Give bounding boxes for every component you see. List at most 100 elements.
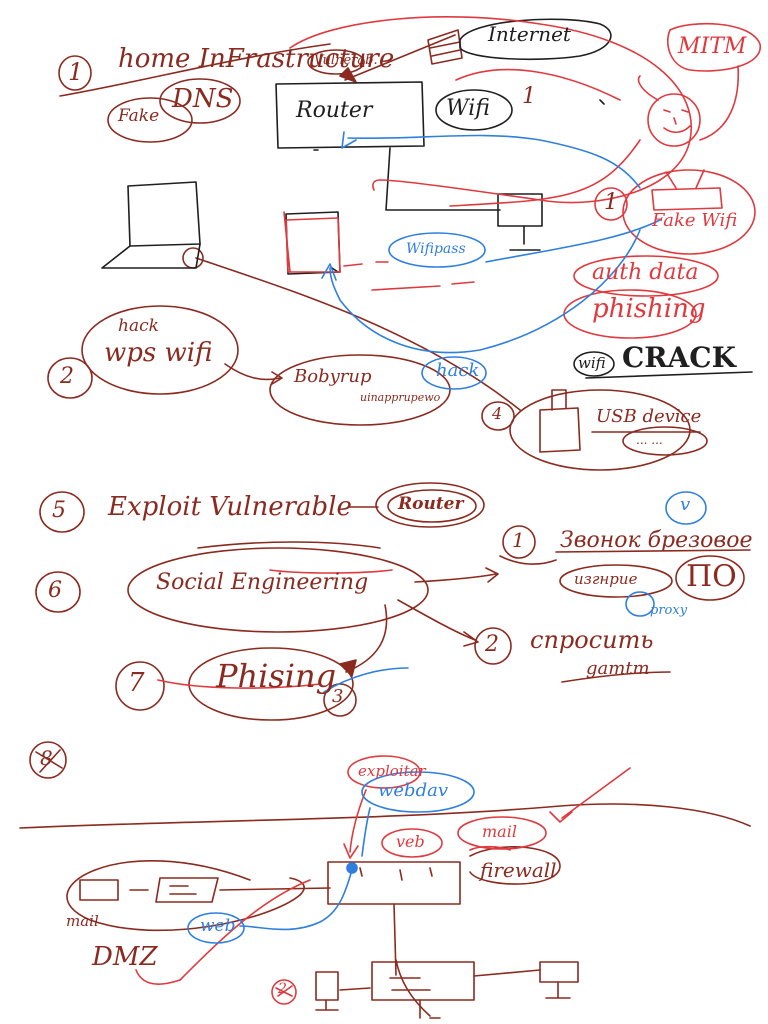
crack-to-tablet bbox=[329, 229, 641, 354]
mitm-label: MITM bbox=[678, 34, 747, 59]
dmz-oval bbox=[66, 860, 305, 932]
tag-v-label: v bbox=[680, 494, 691, 515]
phising-label: Phising bbox=[216, 657, 337, 695]
exploitar-label: exploitar bbox=[358, 762, 426, 780]
dark-red-strokes bbox=[19, 29, 751, 1019]
attacker-face bbox=[647, 93, 701, 147]
modem-box bbox=[427, 29, 463, 65]
mail-label: mail bbox=[66, 912, 99, 930]
router-target-label: Router bbox=[398, 494, 464, 514]
po-label: ПО bbox=[686, 559, 737, 594]
wifi-label: Wifi bbox=[446, 96, 490, 121]
hack-label: hack bbox=[436, 360, 480, 381]
auth-data-label: auth data bbox=[592, 260, 699, 285]
mail-red-label: mail bbox=[482, 822, 517, 841]
arrow-to-mitm-face bbox=[455, 68, 621, 101]
po-oval bbox=[675, 555, 745, 601]
circle1-label: 1 bbox=[512, 528, 525, 552]
fake-label: Fake bbox=[118, 106, 160, 126]
step5-circle bbox=[39, 491, 85, 533]
step6-circle bbox=[35, 571, 81, 613]
small-red-circle bbox=[271, 979, 297, 1005]
step2-circle bbox=[47, 357, 93, 399]
laptop-screen bbox=[127, 181, 201, 247]
arrow-to-zvonok bbox=[414, 573, 497, 583]
router-label: Router bbox=[296, 98, 373, 123]
web-oval bbox=[187, 912, 245, 944]
hack-small-label: hack bbox=[118, 316, 159, 336]
izgnpie-oval bbox=[559, 564, 673, 598]
network-perimeter-line bbox=[19, 803, 751, 829]
bruteforce-label: Bobyrup bbox=[294, 366, 372, 387]
hack-oval bbox=[421, 356, 487, 390]
step8-circle bbox=[29, 741, 67, 779]
sprosit-label: спросить bbox=[530, 626, 654, 654]
tablet-icon bbox=[285, 211, 341, 275]
wifipass-label: Wifipass bbox=[406, 241, 466, 257]
phishing-label: phishing bbox=[592, 294, 706, 324]
fake-wifi-device bbox=[651, 187, 723, 211]
mitm-oval bbox=[666, 22, 761, 72]
web-red-label: veb bbox=[396, 832, 425, 851]
exploit-label: Exploit Vulnerable bbox=[108, 492, 352, 522]
laptop-base bbox=[101, 243, 201, 269]
wifi-oval bbox=[435, 89, 513, 131]
usb-note-label: ... ... bbox=[636, 433, 663, 447]
izgnpie-label: изгнрие bbox=[574, 570, 638, 588]
bruteforce-sub-label: uinapprupewo bbox=[360, 391, 441, 404]
switch-icon bbox=[155, 877, 219, 903]
laptop-usb-port bbox=[182, 247, 204, 269]
circle1 bbox=[502, 525, 536, 559]
wifi-crack-oval bbox=[573, 351, 615, 377]
arrow-vuln-internet bbox=[344, 34, 456, 81]
arrow-to-sprosit bbox=[397, 599, 476, 641]
hack-wps-oval bbox=[81, 305, 239, 395]
v-circle bbox=[665, 491, 707, 525]
arrow-exploitar bbox=[349, 789, 367, 853]
step3-label: 3 bbox=[332, 686, 344, 707]
internal-switch bbox=[371, 961, 475, 1001]
step8-label: 8 bbox=[40, 746, 53, 770]
webdav-label: webdav bbox=[378, 780, 449, 801]
social-engineering-label: Social Engineering bbox=[156, 570, 369, 595]
arrow-webdav bbox=[361, 807, 371, 857]
step4-circle bbox=[481, 401, 515, 431]
webdav-oval bbox=[361, 771, 475, 813]
fake-wifi-oval bbox=[622, 169, 756, 255]
web-attack-path bbox=[239, 869, 353, 931]
wifi-num-label: 1 bbox=[522, 84, 536, 109]
web-red-oval bbox=[381, 828, 443, 858]
gamtm-label: gamtm bbox=[586, 658, 650, 679]
mitm-loop bbox=[289, 16, 692, 204]
circle2-label: 2 bbox=[485, 632, 499, 657]
step1-label: 1 bbox=[68, 58, 84, 86]
wifi-small-label: wifi bbox=[578, 354, 606, 372]
proxy-circle bbox=[625, 591, 655, 617]
step4-label: 4 bbox=[492, 404, 503, 423]
internal-server-icon bbox=[315, 971, 339, 1001]
step2-label: 2 bbox=[60, 364, 74, 389]
crack-label: CRACK bbox=[622, 341, 736, 374]
step1-circle bbox=[58, 55, 92, 91]
pc-icon bbox=[497, 193, 543, 227]
fake-wifi-label: Fake Wifi bbox=[652, 210, 738, 231]
router-box bbox=[275, 81, 425, 149]
bruteforce-oval bbox=[269, 354, 451, 426]
arrow-to-phising-blue bbox=[323, 667, 409, 693]
wps-wifi-label: wps wifi bbox=[104, 338, 213, 368]
dmz-label: DMZ bbox=[92, 942, 158, 972]
fake-wifi-num-circle bbox=[594, 187, 628, 221]
step7-label: 7 bbox=[128, 668, 145, 698]
auth-data-oval bbox=[573, 255, 719, 297]
title-underline bbox=[59, 43, 331, 97]
web-label: web bbox=[200, 916, 236, 936]
usb-device-oval bbox=[509, 389, 691, 471]
step7-circle bbox=[115, 661, 165, 711]
laptop-to-usb-line bbox=[195, 257, 521, 411]
blue-strokes bbox=[187, 131, 707, 944]
usb-device-label: USB device bbox=[596, 406, 702, 427]
social-engineering-oval bbox=[127, 547, 429, 633]
internal-pc-icon bbox=[539, 961, 579, 983]
small-num-label: 2 bbox=[278, 981, 287, 997]
fake-wifi-to-router bbox=[347, 134, 641, 189]
